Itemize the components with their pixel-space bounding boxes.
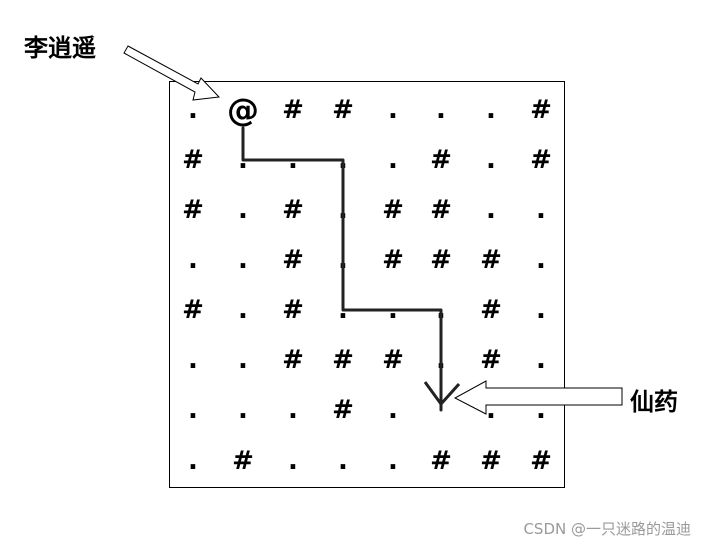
wall-cell: # (530, 95, 552, 125)
goal-pointer-arrow (453, 380, 623, 415)
wall-cell: # (430, 245, 452, 275)
open-cell: . (536, 295, 546, 325)
wall-cell: # (430, 145, 452, 175)
wall-cell: # (332, 345, 354, 375)
open-cell: . (288, 446, 298, 476)
open-cell: . (536, 345, 546, 375)
wall-cell: # (480, 295, 502, 325)
route-arrowhead (423, 381, 461, 406)
wall-cell: # (332, 95, 354, 125)
wall-cell: # (480, 245, 502, 275)
open-cell: . (486, 145, 496, 175)
start-pointer-arrow (123, 45, 221, 101)
wall-cell: # (530, 145, 552, 175)
wall-cell: # (430, 195, 452, 225)
wall-cell: # (182, 145, 204, 175)
open-cell: . (238, 195, 248, 225)
wall-cell: # (282, 95, 304, 125)
open-cell: . (288, 395, 298, 425)
goal-label: 仙药 (630, 388, 678, 416)
open-cell: . (388, 95, 398, 125)
wall-cell: # (282, 345, 304, 375)
wall-cell: # (282, 295, 304, 325)
wall-cell: # (282, 195, 304, 225)
open-cell: . (486, 95, 496, 125)
watermark: CSDN @一只迷路的温迪 (523, 520, 691, 538)
open-cell: . (188, 245, 198, 275)
open-cell: . (536, 245, 546, 275)
wall-cell: # (182, 195, 204, 225)
open-cell: . (238, 395, 248, 425)
open-cell: . (188, 95, 198, 125)
open-cell: . (188, 395, 198, 425)
wall-cell: # (232, 446, 254, 476)
wall-cell: # (480, 345, 502, 375)
wall-cell: # (430, 446, 452, 476)
wall-cell: # (382, 195, 404, 225)
open-cell: . (188, 446, 198, 476)
open-cell: . (388, 145, 398, 175)
open-cell: . (188, 345, 198, 375)
wall-cell: # (480, 446, 502, 476)
maze-grid-frame (169, 81, 565, 488)
wall-cell: # (530, 446, 552, 476)
start-cell: @ (227, 91, 259, 129)
open-cell: . (536, 395, 546, 425)
open-cell: . (536, 195, 546, 225)
open-cell: . (338, 446, 348, 476)
wall-cell: # (382, 245, 404, 275)
wall-cell: # (282, 245, 304, 275)
start-label: 李逍遥 (24, 34, 96, 62)
open-cell: . (388, 395, 398, 425)
open-cell: . (238, 245, 248, 275)
route-path (241, 126, 443, 412)
wall-cell: # (332, 395, 354, 425)
wall-cell: # (382, 345, 404, 375)
open-cell: . (238, 345, 248, 375)
open-cell: . (436, 95, 446, 125)
open-cell: . (388, 446, 398, 476)
open-cell: . (238, 295, 248, 325)
open-cell: . (486, 395, 496, 425)
open-cell: . (486, 195, 496, 225)
wall-cell: # (182, 295, 204, 325)
